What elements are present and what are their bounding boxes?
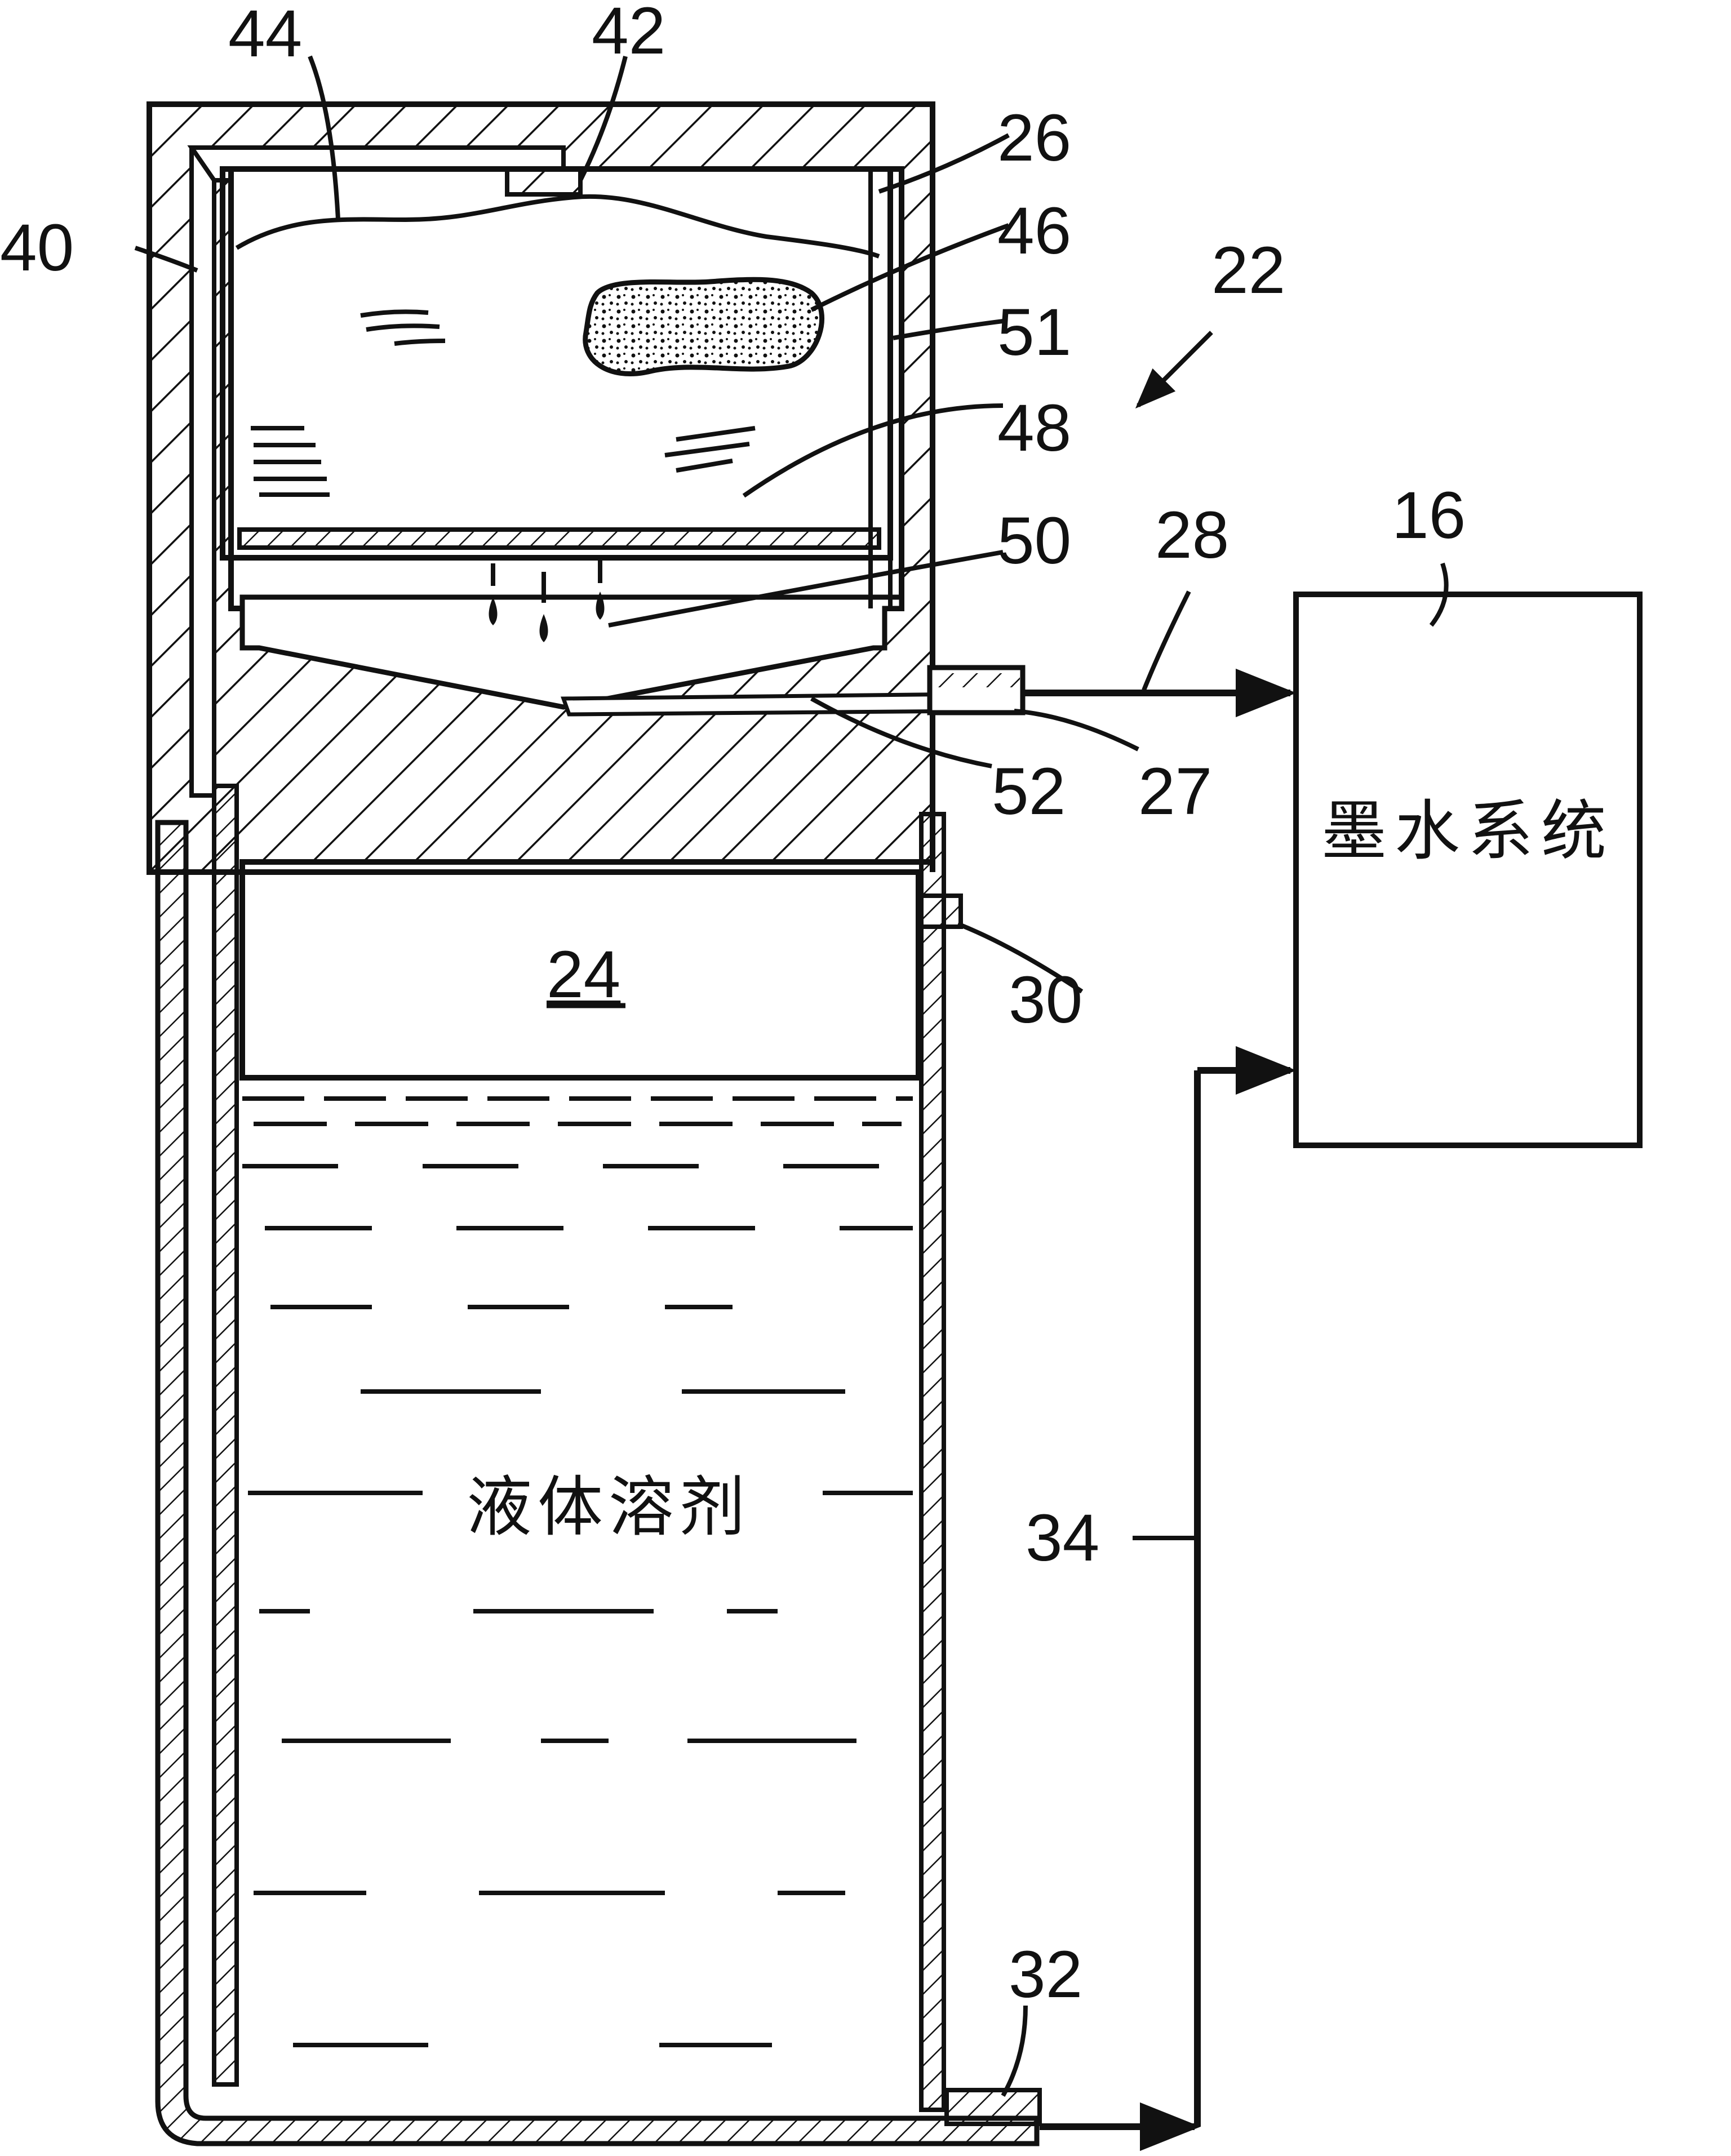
reference-numerals: 44 42 26 46 40 22 51 48 50 28 16 52 27 2…	[0, 0, 1466, 2012]
label-24: 24	[547, 937, 620, 1012]
label-16: 16	[1392, 478, 1466, 553]
ink-system-label: 墨水系统	[1321, 793, 1614, 869]
upper-housing	[147, 101, 971, 875]
label-52: 52	[992, 754, 1066, 829]
liquid-wave-marks	[251, 309, 756, 497]
label-42: 42	[592, 0, 665, 68]
label-51: 51	[997, 295, 1071, 370]
drain-outlet-32	[944, 2088, 1042, 2126]
leader-lines	[134, 55, 1449, 2097]
label-26: 26	[997, 101, 1071, 175]
ink-droplets	[489, 558, 605, 642]
label-48: 48	[997, 391, 1071, 465]
label-32: 32	[1009, 1937, 1082, 2012]
label-34: 34	[1026, 1501, 1099, 1575]
flow-lines	[1023, 668, 1297, 2151]
label-28: 28	[1155, 498, 1229, 572]
ink-system-box	[1293, 592, 1643, 1148]
cartridge-26	[220, 166, 893, 642]
label-40: 40	[0, 211, 74, 285]
label-46: 46	[997, 194, 1071, 268]
solvent-tank	[155, 784, 1042, 2146]
liquid-solvent-label: 液体溶剂	[467, 1469, 751, 1545]
valve-30	[919, 893, 963, 929]
label-30: 30	[1009, 963, 1082, 1037]
label-22: 22	[1211, 233, 1285, 308]
liquid-surface-dashes	[242, 1096, 913, 2047]
label-44: 44	[228, 0, 302, 71]
label-50: 50	[997, 504, 1071, 578]
label-27: 27	[1138, 754, 1212, 829]
